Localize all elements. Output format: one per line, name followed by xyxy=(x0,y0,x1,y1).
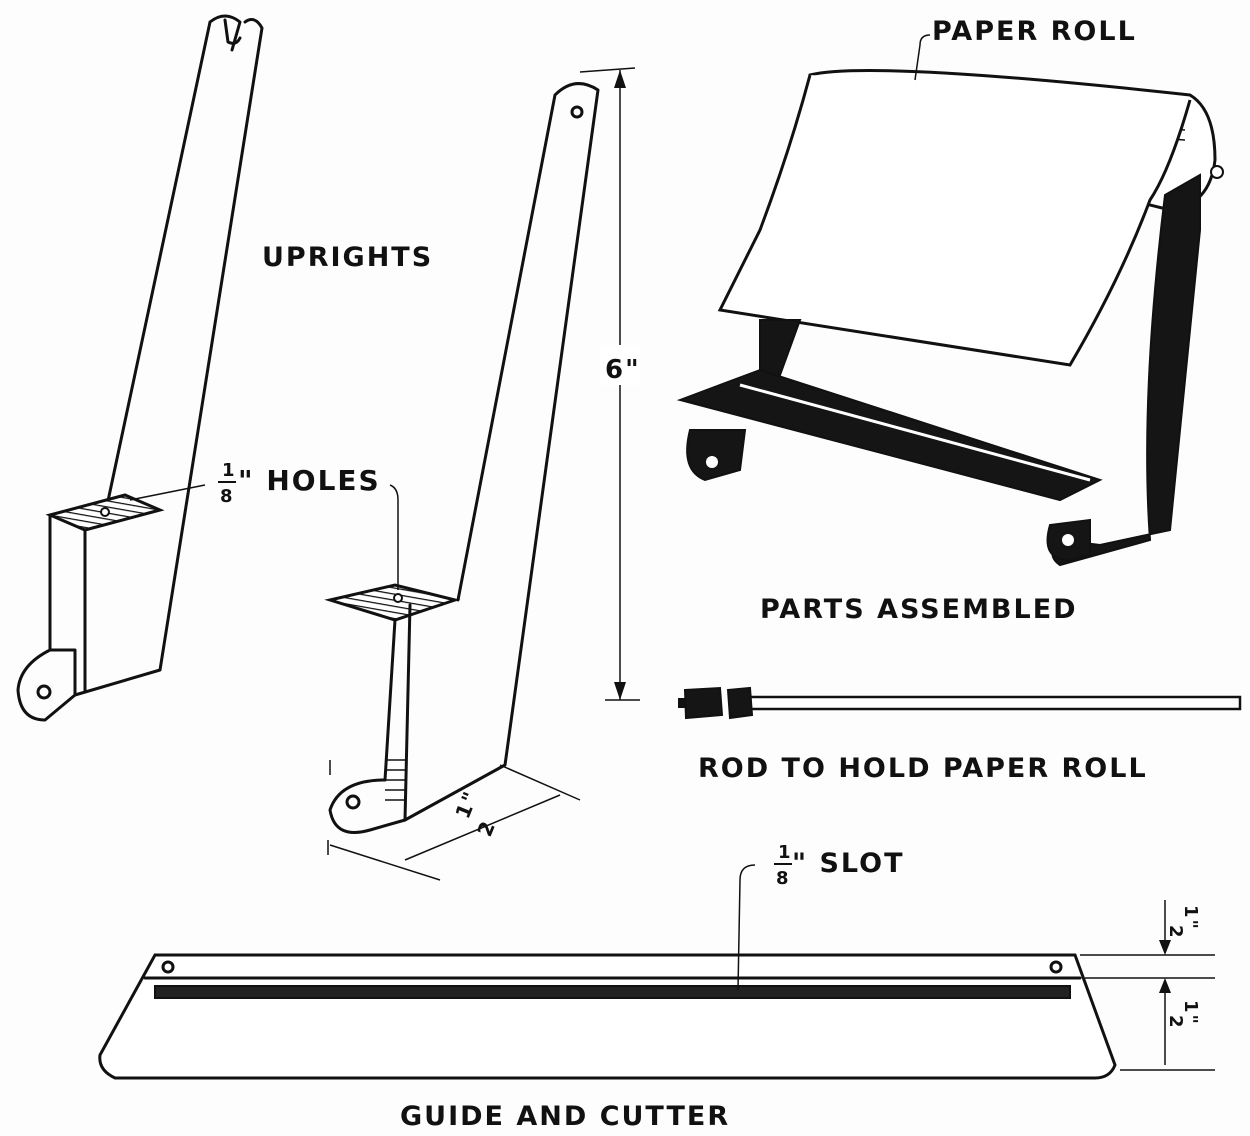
slot-label: 1 8 " SLOT xyxy=(774,842,905,889)
right-upright xyxy=(324,82,600,834)
slot-fraction-num: 1 xyxy=(778,842,793,863)
height-dim-label: 6" xyxy=(605,355,641,385)
guide-dim-top-num: 1" xyxy=(1180,905,1201,931)
holes-label: 1 8 " HOLES xyxy=(129,460,399,590)
guide-dim-top-den: 2 xyxy=(1165,925,1186,940)
rod-drawing xyxy=(678,686,1242,720)
paper-roll-label: PAPER ROLL xyxy=(932,16,1137,47)
parts-assembled-label: PARTS ASSEMBLED xyxy=(760,594,1078,625)
guide-and-cutter-label: GUIDE AND CUTTER xyxy=(400,1101,730,1132)
parts-assembled-drawing xyxy=(676,34,1224,567)
guide-dim-bottom-num: 1" xyxy=(1180,1000,1201,1026)
foot-dim-den: 2 xyxy=(472,816,500,840)
holes-fraction-den: 8 xyxy=(220,486,235,507)
guide-and-cutter-drawing: 1" 2 1" 2 xyxy=(98,864,1215,1080)
slot-fraction-den: 8 xyxy=(776,868,791,889)
slot-text: " SLOT xyxy=(792,848,905,879)
uprights-label: UPRIGHTS xyxy=(262,242,433,273)
guide-dim-bottom-den: 2 xyxy=(1165,1015,1186,1030)
left-upright xyxy=(16,14,264,722)
rod-label: ROD TO HOLD PAPER ROLL xyxy=(698,753,1148,784)
holes-fraction-num: 1 xyxy=(222,460,237,481)
height-dimension: 6" xyxy=(579,67,641,701)
foot-dimension: 1" 2 xyxy=(327,760,581,881)
holes-text: " HOLES xyxy=(238,464,381,497)
